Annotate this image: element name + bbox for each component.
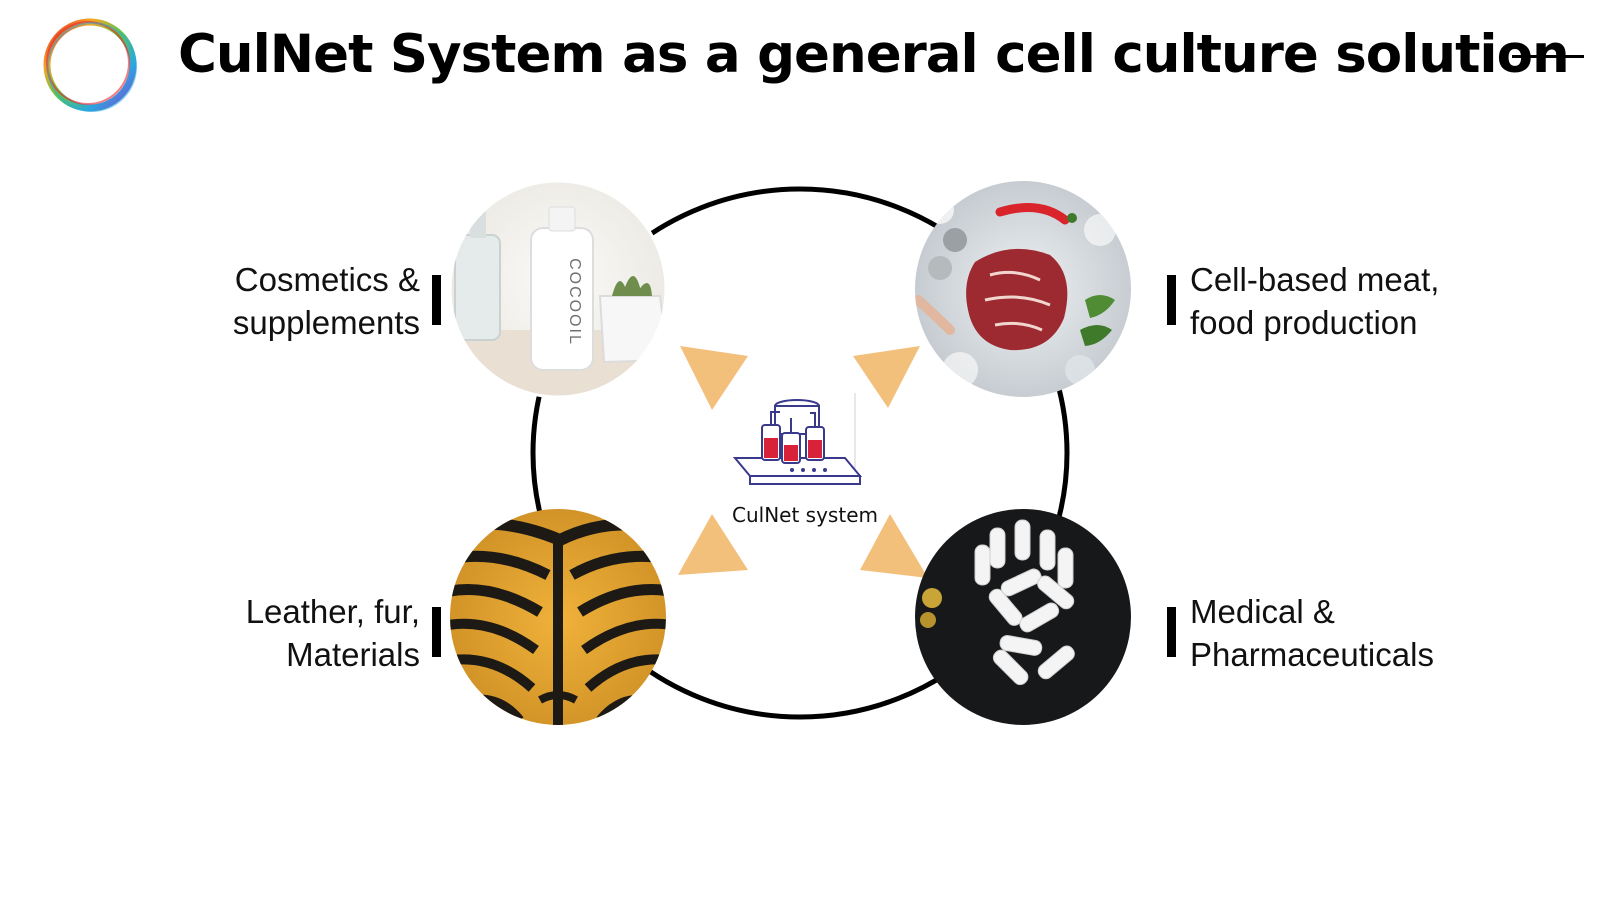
arrow-top-right-icon: [853, 346, 920, 408]
label-food-bar: [1167, 275, 1176, 325]
label-cosmetics: Cosmetics & supplements: [233, 258, 420, 344]
meat-image: [915, 181, 1131, 397]
label-food-line2: food production: [1190, 304, 1418, 341]
label-cosmetics-line2: supplements: [232, 304, 420, 341]
cycle-ring: [530, 186, 1070, 720]
label-medical: Medical & Pharmaceuticals: [1190, 590, 1434, 676]
arrow-bottom-right-icon: [860, 514, 928, 578]
rainbow-ring-logo-icon: [43, 18, 137, 112]
label-medical-line1: Medical &: [1190, 593, 1335, 630]
center-caption: CulNet system: [732, 503, 878, 527]
arrow-top-left-icon: [680, 346, 748, 410]
label-cosmetics-bar: [432, 275, 441, 325]
label-food-line1: Cell-based meat,: [1190, 261, 1440, 298]
pills-image: [915, 509, 1131, 725]
label-medical-bar: [1167, 607, 1176, 657]
label-medical-line2: Pharmaceuticals: [1190, 636, 1434, 673]
label-materials-bar: [432, 607, 441, 657]
label-materials-line1: Leather, fur,: [245, 593, 420, 630]
arrow-bottom-left-icon: [678, 514, 748, 575]
label-materials: Leather, fur, Materials: [246, 590, 420, 676]
bioreactor-device-icon: [732, 393, 863, 485]
cosmetics-image: COCOOIL: [450, 181, 666, 397]
tiger-fur-image: [450, 509, 666, 725]
label-food: Cell-based meat, food production: [1190, 258, 1439, 344]
slide-title: CulNet System as a general cell culture …: [178, 24, 1570, 85]
label-cosmetics-line1: Cosmetics &: [234, 261, 420, 298]
label-materials-line2: Materials: [286, 636, 420, 673]
product-brand-text: COCOOIL: [566, 258, 583, 346]
title-rule-divider: [1512, 55, 1584, 58]
